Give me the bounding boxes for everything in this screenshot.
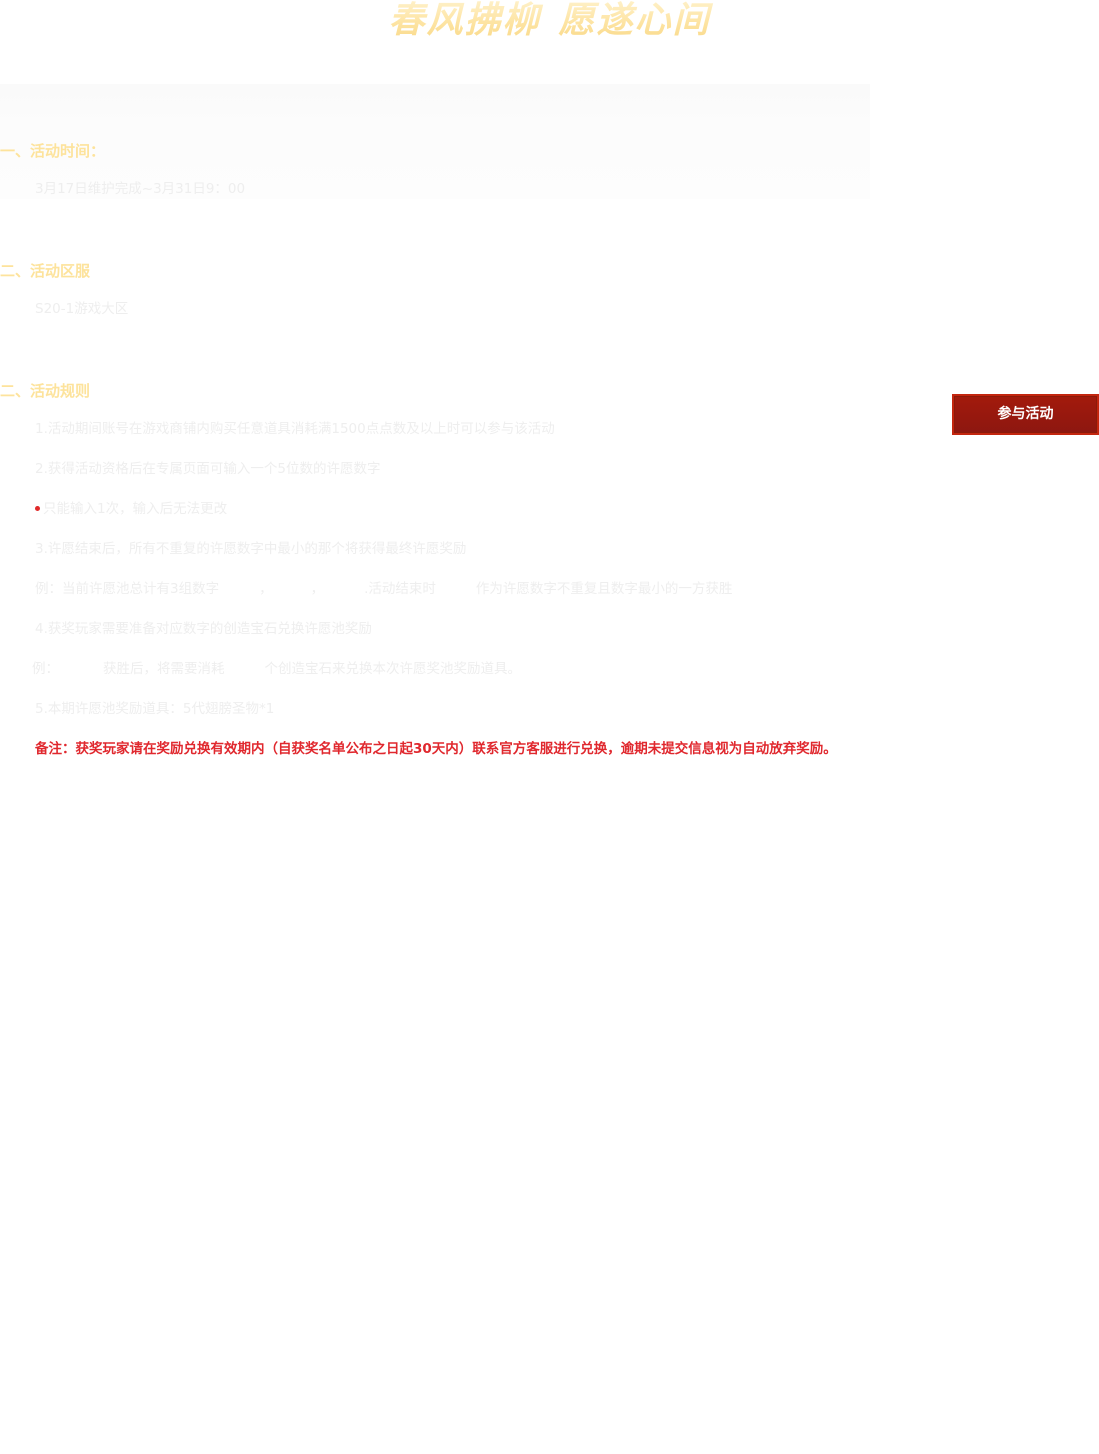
- example-1-sep-2: ，: [310, 581, 325, 597]
- rule-bullet-text: 只能输入1次，输入后无法更改: [43, 501, 228, 517]
- rule-item-1: 1.活动期间账号在游戏商铺内购买任意道具消耗满1500点点数及以上时可以参与该活…: [35, 421, 555, 437]
- example-2-end: 个创造宝石来兑换本次许愿奖池奖励道具。: [264, 661, 522, 677]
- join-activity-button[interactable]: 参与活动: [952, 394, 1099, 435]
- intro-panel: [0, 84, 870, 199]
- page-title: 春风拂柳愿遂心间: [0, 0, 1099, 42]
- title-part-2: 愿遂心间: [558, 0, 711, 41]
- bullet-dot-icon: [35, 505, 40, 511]
- example-1-intro: 例：当前许愿池总计有3组数字: [35, 581, 220, 597]
- example-2-intro: 例：: [32, 661, 59, 677]
- rule-example-2: 例： 获胜后，将需要消耗 个创造宝石来兑换本次许愿奖池奖励道具。: [32, 659, 521, 679]
- rule-item-2: 2.获得活动资格后在专属页面可输入一个5位数的许愿数字: [35, 461, 381, 477]
- rule-item-3: 3.许愿结束后，所有不重复的许愿数字中最小的那个将获得最终许愿奖励: [35, 541, 467, 557]
- section-heading-server: 二、活动区服: [0, 262, 91, 280]
- rule-item-4: 4.获奖玩家需要准备对应数字的创造宝石兑换许愿池奖励: [35, 621, 372, 637]
- section-heading-time: 一、活动时间：: [0, 142, 106, 160]
- section-heading-rules: 二、活动规则: [0, 382, 91, 400]
- activity-time-text: 3月17日维护完成~3月31日9：00: [35, 181, 246, 197]
- example-1-result: 作为许愿数字不重复且数字最小的一方获胜: [475, 581, 733, 597]
- title-part-1: 春风拂柳: [388, 0, 541, 41]
- activity-server-text: S20-1游戏大区: [35, 301, 129, 317]
- rule-item-5: 5.本期许愿池奖励道具：5代翅膀圣物*1: [35, 701, 275, 717]
- reward-note: 备注：获奖玩家请在奖励兑换有效期内（自获奖名单公布之日起30天内）联系官方客服进…: [35, 741, 837, 757]
- example-2-mid: 获胜后，将需要消耗: [103, 661, 225, 677]
- rule-example-1: 例：当前许愿池总计有3组数字 ， ， .活动结束时 作为许愿数字不重复且数字最小的一方获…: [35, 579, 732, 599]
- example-1-end: .活动结束时: [364, 581, 436, 597]
- example-1-sep-1: ，: [259, 581, 273, 597]
- rule-bullet: 只能输入1次，输入后无法更改: [35, 499, 227, 519]
